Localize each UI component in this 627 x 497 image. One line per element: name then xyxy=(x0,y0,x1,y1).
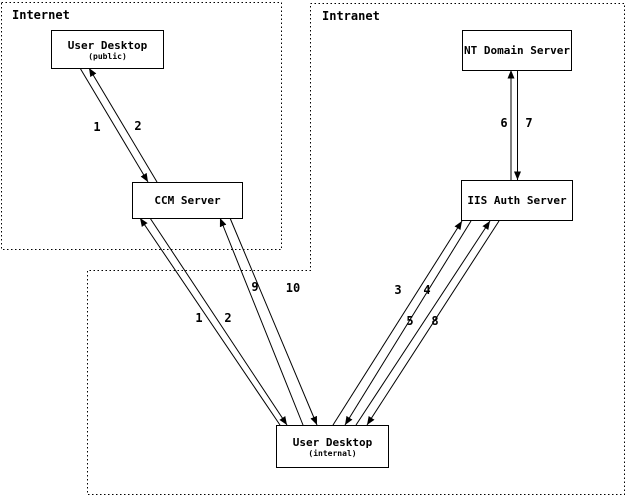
edge-label-10: 10 xyxy=(285,281,301,295)
node-title: IIS Auth Server xyxy=(467,194,567,207)
node-subtitle: (public) xyxy=(88,51,127,61)
edge-label-7: 7 xyxy=(525,116,533,130)
internet-zone-label: Internet xyxy=(12,8,70,22)
node-title: User Desktop xyxy=(292,435,373,449)
intranet-zone-outline xyxy=(87,3,625,495)
edge-line-2-ccm-to-public-desktop xyxy=(88,67,158,183)
internet-zone-outline xyxy=(1,2,282,250)
edge-label-2-internal: 2 xyxy=(224,311,232,325)
edge-label-6: 6 xyxy=(500,116,508,130)
edge-label-4: 4 xyxy=(423,283,431,297)
node-title: NT Domain Server xyxy=(464,44,570,57)
intranet-zone-label: Intranet xyxy=(322,9,380,23)
edge-line-4-iis-to-internal-desktop xyxy=(344,220,472,426)
edge-label-1-internal: 1 xyxy=(195,311,203,325)
node-user-desktop-internal: User Desktop (internal) xyxy=(276,425,389,468)
node-title: User Desktop xyxy=(67,38,148,52)
node-title: CCM Server xyxy=(154,194,221,207)
edge-line-1-internal-desktop-to-ccm xyxy=(139,217,281,426)
edge-line-9-internal-desktop-to-ccm xyxy=(219,217,304,426)
node-iis-auth-server: IIS Auth Server xyxy=(461,180,573,221)
node-nt-domain-server: NT Domain Server xyxy=(462,30,572,71)
node-ccm-server: CCM Server xyxy=(132,182,243,219)
edge-label-8: 8 xyxy=(431,314,439,328)
edge-label-5: 5 xyxy=(406,314,414,328)
node-subtitle: (internal) xyxy=(308,448,357,458)
edge-line-1-public-desktop-to-ccm xyxy=(79,67,149,183)
edge-line-2-ccm-to-internal-desktop xyxy=(149,217,288,426)
edge-label-2-public: 2 xyxy=(134,119,142,133)
edge-line-3-internal-desktop-to-iis xyxy=(332,220,463,426)
edge-line-5-internal-desktop-to-iis xyxy=(355,220,491,426)
edge-label-1-public: 1 xyxy=(93,120,101,134)
edge-label-9: 9 xyxy=(251,280,259,294)
edge-line-8-iis-to-internal-desktop xyxy=(366,220,500,426)
node-user-desktop-public: User Desktop (public) xyxy=(51,30,164,69)
edge-label-3: 3 xyxy=(394,283,402,297)
edge-line-10-ccm-to-internal-desktop xyxy=(229,217,318,426)
